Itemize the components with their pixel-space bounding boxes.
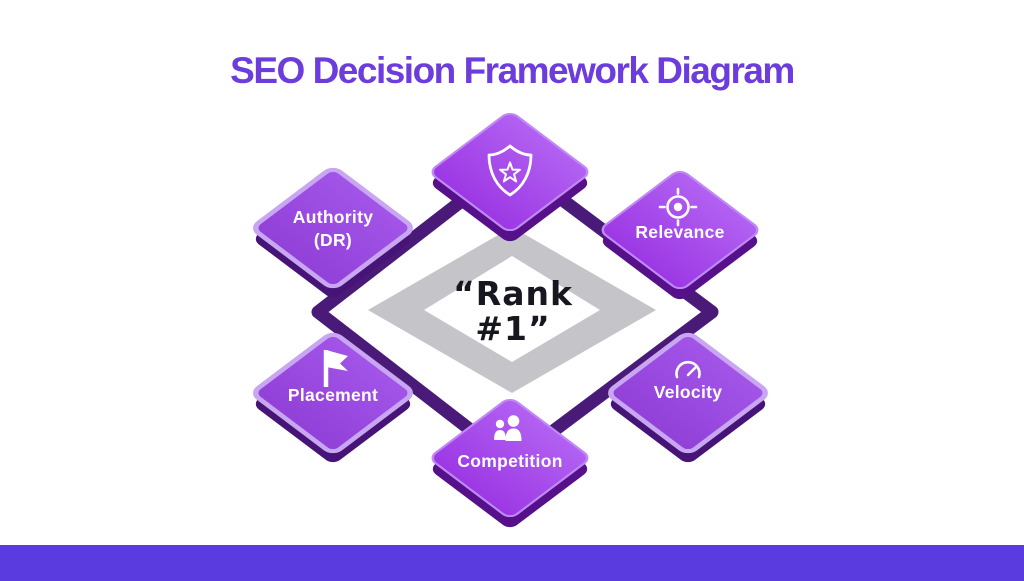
node-competition: Competition xyxy=(431,398,589,528)
footer-bar xyxy=(0,545,1024,581)
node-authority-face xyxy=(253,167,413,289)
rank-text-line1: “Rank xyxy=(453,274,573,313)
connector-path xyxy=(311,155,719,469)
rank-ring-inner xyxy=(424,256,600,362)
node-authority-label-line1: Authority xyxy=(293,207,373,227)
node-competition-face xyxy=(431,398,589,518)
speedometer-icon xyxy=(675,360,701,379)
node-quality xyxy=(431,112,589,242)
flag-icon xyxy=(323,350,348,387)
shield-star-icon xyxy=(487,144,533,197)
node-authority: Authority (DR) xyxy=(253,167,413,298)
node-velocity-face xyxy=(608,332,768,454)
target-icon xyxy=(658,187,698,227)
node-velocity: Velocity xyxy=(608,332,768,463)
rank-ring: “Rank #1” xyxy=(368,227,656,393)
node-placement-face xyxy=(253,332,413,454)
node-relevance: Relevance xyxy=(601,170,759,300)
page-title: SEO Decision Framework Diagram xyxy=(230,50,795,91)
node-relevance-label: Relevance xyxy=(635,222,724,242)
node-velocity-label: Velocity xyxy=(654,382,723,402)
node-competition-label: Competition xyxy=(457,451,562,471)
node-relevance-face xyxy=(601,170,759,290)
rank-text-line2: #1” xyxy=(475,309,550,348)
node-authority-label-line2: (DR) xyxy=(314,230,352,250)
node-quality-face xyxy=(431,112,589,232)
node-placement: Placement xyxy=(253,332,413,463)
people-icon xyxy=(494,415,522,441)
node-placement-label: Placement xyxy=(288,385,378,405)
